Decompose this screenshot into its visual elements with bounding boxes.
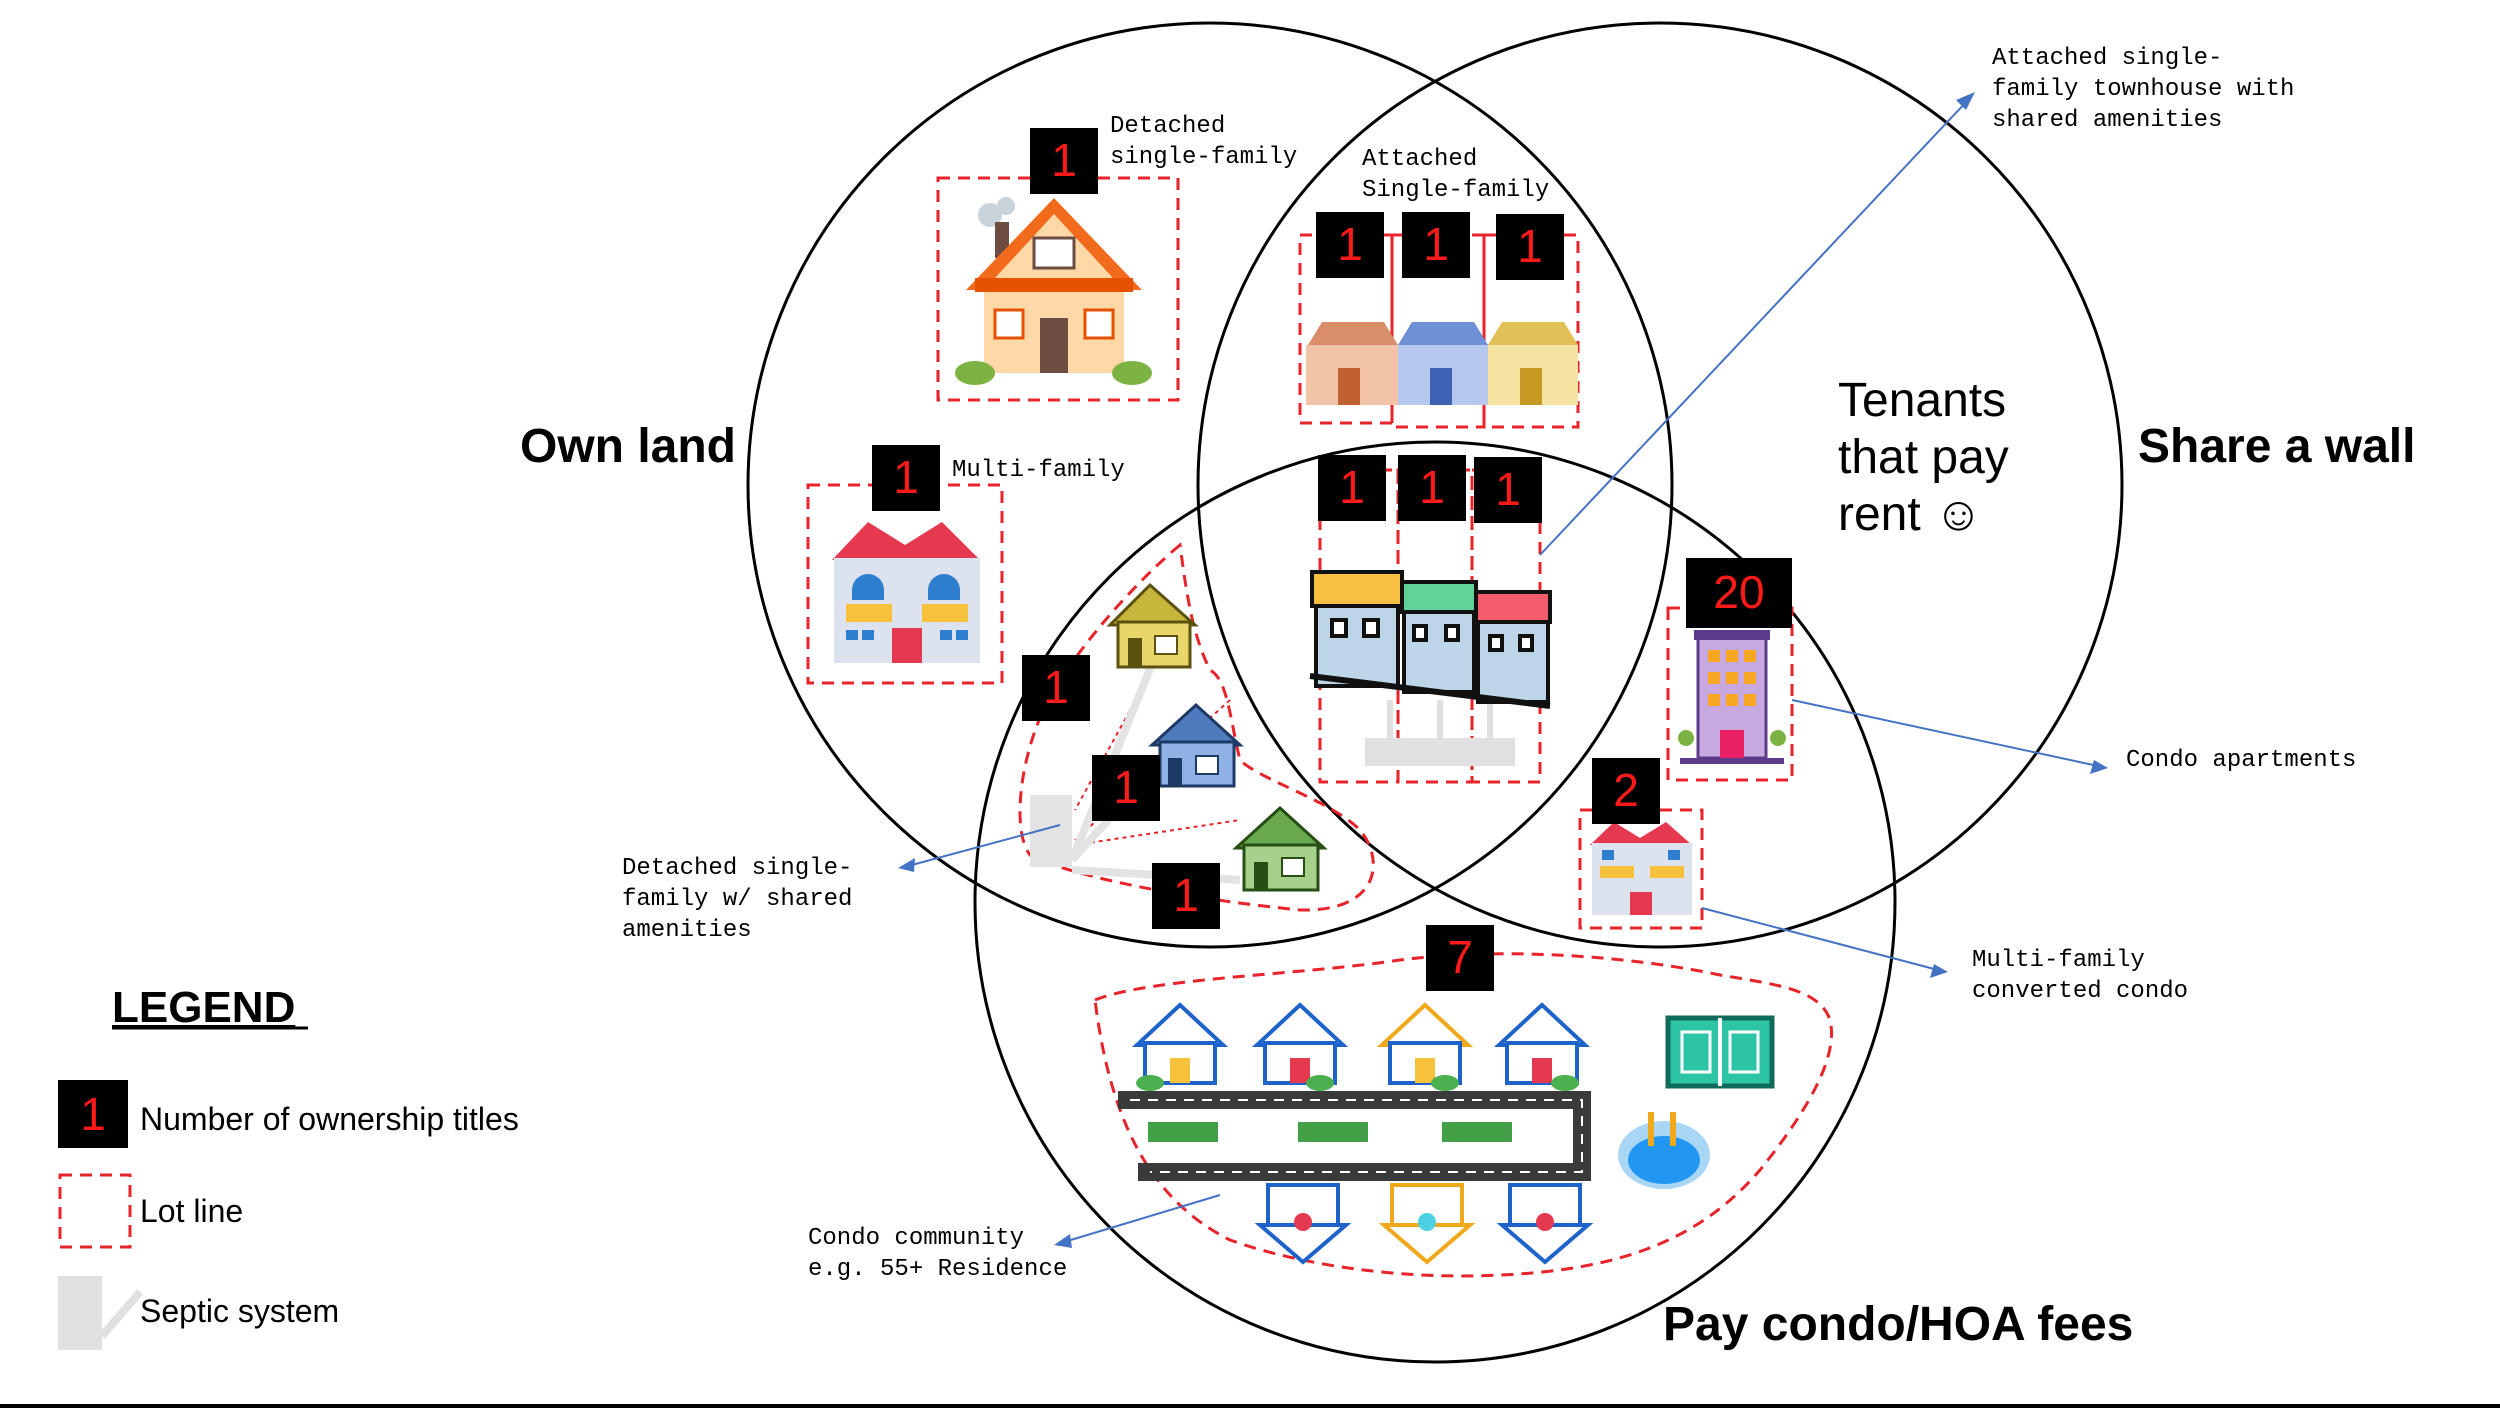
pointer-condo-apartments: [1791, 699, 2099, 767]
arrow-head: [1054, 1234, 1072, 1248]
legend-lot-line-icon: [58, 1173, 132, 1249]
label-multi-family: Multi-family: [952, 457, 1125, 484]
label-detached-shared-line3: amenities: [622, 917, 752, 944]
lot-line: [1018, 542, 1375, 912]
tenants-label-line3: rent ☺: [1838, 488, 1983, 541]
house-icon: [1148, 702, 1244, 788]
house-icon: [1106, 582, 1199, 669]
pointer-detached-shared: [907, 824, 1061, 867]
community-houses-top: [1131, 1002, 1591, 1091]
label-townhouse-line2: family townhouse with: [1992, 76, 2294, 103]
ownership-badge-count: 1: [1113, 761, 1139, 813]
share-wall-circle: [1196, 21, 2124, 949]
house-icon: [1232, 805, 1328, 892]
arrow-head: [1930, 964, 1948, 978]
ownership-badge-count: 1: [1337, 218, 1363, 270]
ownership-badge-count: 1: [1517, 220, 1543, 272]
legend: LEGEND 1 Number of ownership titles Lot …: [58, 983, 519, 1350]
legend-title: LEGEND: [112, 983, 295, 1032]
legend-titles-label: Number of ownership titles: [140, 1101, 519, 1137]
septic-system-icon: [1365, 738, 1515, 766]
set-label-share-wall: Share a wall: [2138, 420, 2415, 473]
ownership-badge: [1152, 863, 1220, 929]
ownership-badge-count: 2: [1613, 764, 1639, 816]
ownership-badge-count: 1: [1423, 218, 1449, 270]
ownership-badge-count: 1: [1419, 461, 1445, 513]
set-label-own-land: Own land: [520, 420, 736, 473]
label-detached-shared-line1: Detached single-: [622, 855, 852, 882]
ownership-badge-count: 1: [1043, 661, 1069, 713]
label-attached-line2: Single-family: [1362, 177, 1549, 204]
lot-line: [806, 483, 1004, 685]
multi-family-icon: [832, 522, 980, 663]
condo-apartments-group: 20: [1666, 558, 1794, 782]
lot-line: [1093, 952, 1833, 1278]
label-detached-line2: single-family: [1110, 144, 1297, 171]
label-condo-apartments: Condo apartments: [2126, 747, 2356, 774]
legend-septic-label: Septic system: [140, 1293, 339, 1329]
legend-badge-icon: [58, 1080, 128, 1148]
road-icon: [1118, 1091, 1591, 1181]
label-detached-line1: Detached: [1110, 113, 1225, 140]
pay-fees-circle: [973, 440, 1897, 1364]
townhouse-icon: [1309, 570, 1552, 709]
label-attached-line1: Attached: [1362, 146, 1477, 173]
arrow-head: [898, 858, 915, 872]
ownership-badge: [1686, 558, 1792, 628]
attached-houses-group: 1 1 1 Attached Single-family: [1298, 146, 1580, 429]
detached-shared-group: 1 1 1: [1018, 542, 1375, 929]
ownership-badge: [1022, 655, 1090, 721]
label-multi-condo-line1: Multi-family: [1972, 947, 2145, 974]
detached-house-group: 1 Detached single-family: [936, 113, 1297, 402]
own-land-circle: [746, 21, 1674, 949]
townhouse-group: 1 1 1: [1309, 455, 1552, 784]
set-label-pay-fees: Pay condo/HOA fees: [1663, 1298, 2133, 1351]
ownership-badge-count: 1: [1495, 463, 1521, 515]
ownership-badge: [1496, 214, 1564, 280]
condo-building-icon: [1678, 630, 1786, 764]
legend-badge-count: 1: [80, 1088, 106, 1140]
pointer-townhouse: [1539, 99, 1969, 556]
ownership-badge: [1092, 755, 1160, 821]
ownership-badge-count: 20: [1713, 566, 1764, 618]
ownership-badge: [1398, 455, 1466, 521]
label-community-line2: e.g. 55+ Residence: [808, 1256, 1067, 1283]
tennis-court-icon: [1665, 1015, 1775, 1089]
swimming-pool-icon: [1618, 1112, 1710, 1189]
ownership-badge: [1592, 758, 1660, 824]
label-detached-shared-line2: family w/ shared: [622, 886, 852, 913]
ownership-badge-count: 1: [1051, 134, 1077, 186]
pointer-condo-community: [1063, 1194, 1221, 1243]
attached-houses-icon: [1306, 322, 1578, 405]
tenants-label-line1: Tenants: [1838, 374, 2006, 427]
ownership-badge-count: 1: [1173, 869, 1199, 921]
ownership-badge-count: 7: [1447, 931, 1473, 983]
label-multi-condo-line2: converted condo: [1972, 978, 2188, 1005]
multi-family-icon: [1590, 822, 1692, 915]
multi-family-group: 1 Multi-family: [806, 445, 1125, 685]
label-townhouse-line1: Attached single-: [1992, 45, 2222, 72]
label-community-line1: Condo community: [808, 1225, 1024, 1252]
pointer-multi-condo: [1701, 907, 1939, 971]
ownership-badge: [1318, 455, 1386, 521]
ownership-badge: [1426, 925, 1494, 991]
legend-lot-label: Lot line: [140, 1193, 243, 1229]
ownership-badge-count: 1: [893, 451, 919, 503]
ownership-badge: [1030, 128, 1098, 194]
multi-condo-group: 2: [1578, 758, 1704, 930]
ownership-badge: [872, 445, 940, 511]
condo-community-group: 7: [1093, 925, 1833, 1278]
tenants-label-line2: that pay: [1838, 431, 2009, 484]
ownership-badge: [1316, 212, 1384, 278]
ownership-badge-count: 1: [1339, 461, 1365, 513]
community-houses-bottom: [1254, 1183, 1594, 1265]
ownership-badge: [1474, 457, 1542, 523]
arrow-head: [1956, 92, 1975, 110]
ownership-badge: [1402, 212, 1470, 278]
label-townhouse-line3: shared amenities: [1992, 107, 2222, 134]
detached-house-icon: [955, 197, 1152, 385]
arrow-head: [2090, 760, 2108, 774]
legend-septic-icon: [58, 1276, 144, 1350]
